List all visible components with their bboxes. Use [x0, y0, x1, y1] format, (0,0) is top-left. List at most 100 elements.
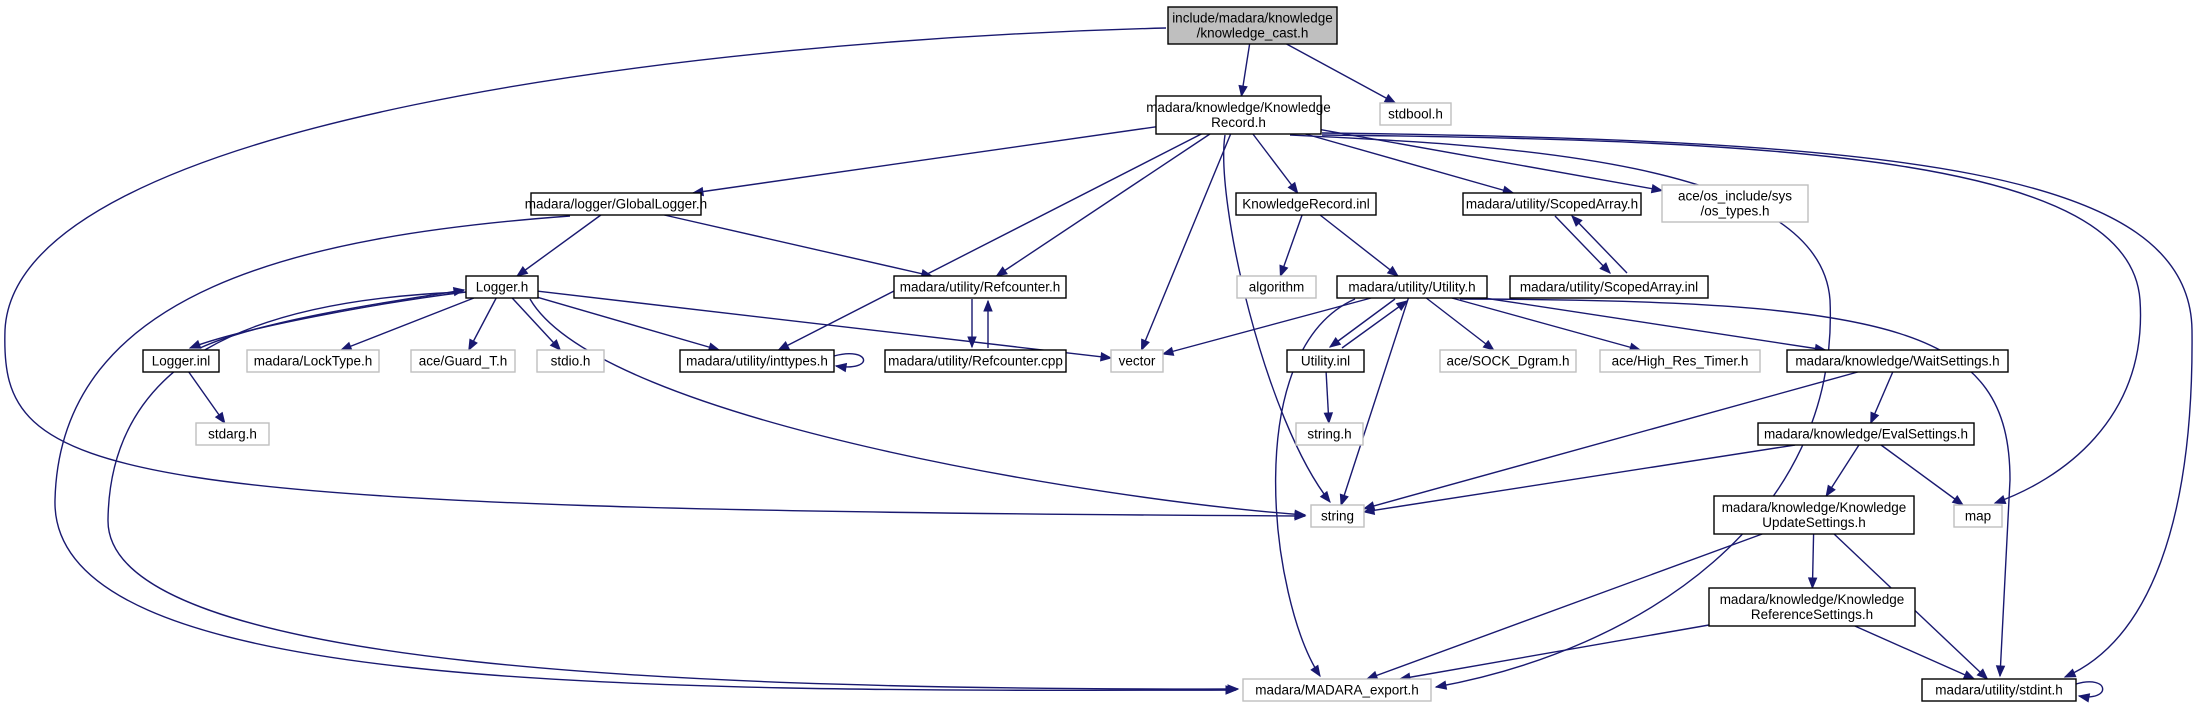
node-box[interactable]	[1167, 6, 1338, 45]
edge-line	[189, 291, 467, 349]
node-box[interactable]	[1439, 349, 1577, 373]
edge-knowledge_record_h-to-global_logger_h	[691, 126, 1157, 197]
edge-root-to-knowledge_record_h	[1238, 43, 1251, 98]
node-box[interactable]	[1599, 349, 1761, 373]
node-box[interactable]	[1336, 275, 1488, 299]
edge-line	[778, 133, 1202, 351]
node-box[interactable]	[884, 349, 1067, 373]
node-box[interactable]	[142, 349, 220, 373]
edge-knowledge_record_h-to-map	[1321, 134, 2142, 504]
node-box[interactable]	[1295, 422, 1364, 446]
node-logger-h[interactable]: Logger.h	[465, 275, 539, 299]
node-box[interactable]	[1310, 504, 1365, 528]
node-inttypes-h[interactable]: madara/utility/inttypes.h	[679, 349, 835, 373]
node-box[interactable]	[1236, 275, 1317, 299]
node-box[interactable]	[530, 192, 702, 216]
node-box[interactable]	[1921, 678, 2077, 702]
node-box[interactable]	[893, 275, 1067, 299]
node-box[interactable]	[1953, 504, 2003, 528]
node-box[interactable]	[246, 349, 380, 373]
edge-arrowhead	[1599, 262, 1611, 274]
node-os-types-h[interactable]: ace/os_include/sys/os_types.h	[1661, 184, 1809, 223]
node-madara-export-h[interactable]: madara/MADARA_export.h	[1242, 678, 1432, 702]
node-algorithm[interactable]: algorithm	[1236, 275, 1317, 299]
node-stdint-h[interactable]: madara/utility/stdint.h	[1921, 678, 2077, 702]
node-stdio-h[interactable]: stdio.h	[536, 349, 605, 373]
node-string[interactable]: string	[1310, 504, 1365, 528]
edge-utility_h-to-string	[1339, 297, 1410, 507]
node-root[interactable]: include/madara/knowledge/knowledge_cast.…	[1167, 6, 1338, 45]
node-refcounter-cpp[interactable]: madara/utility/Refcounter.cpp	[884, 349, 1067, 373]
node-box[interactable]	[1713, 495, 1915, 535]
node-box[interactable]	[679, 349, 835, 373]
node-utility-inl[interactable]: Utility.inl	[1286, 349, 1365, 373]
node-knowledge-reference-settings-h[interactable]: madara/knowledge/KnowledgeReferenceSetti…	[1708, 587, 1916, 627]
node-utility-h[interactable]: madara/utility/Utility.h	[1336, 275, 1488, 299]
node-label: UpdateSettings.h	[1762, 515, 1866, 530]
node-knowledge-update-settings-h[interactable]: madara/knowledge/KnowledgeUpdateSettings…	[1713, 495, 1915, 535]
node-box[interactable]	[1462, 192, 1642, 216]
edge-arrowhead	[1951, 494, 1965, 506]
edge-line	[996, 133, 1211, 277]
node-wait-settings-h[interactable]: madara/knowledge/WaitSettings.h	[1786, 349, 2009, 373]
node-knowledge-record-inl[interactable]: KnowledgeRecord.inl	[1235, 192, 1377, 216]
edge-line	[516, 214, 602, 277]
node-knowledge-record-h[interactable]: madara/knowledge/KnowledgeRecord.h	[1146, 95, 1331, 135]
node-eval-settings-h[interactable]: madara/knowledge/EvalSettings.h	[1757, 422, 1975, 446]
node-label: madara/knowledge/EvalSettings.h	[1764, 427, 1968, 442]
edge-knowledge_record_h-to-scoped_array_h	[1305, 133, 1515, 195]
node-box[interactable]	[1155, 95, 1322, 135]
node-box[interactable]	[1110, 349, 1164, 373]
edge-arrowhead	[777, 341, 791, 351]
edge-root-to-stdbool_h	[1286, 43, 1397, 104]
node-box[interactable]	[410, 349, 516, 373]
node-box[interactable]	[1786, 349, 2009, 373]
node-box[interactable]	[195, 422, 270, 446]
edge-line	[1289, 134, 1831, 688]
node-box[interactable]	[536, 349, 605, 373]
edge-arrowhead	[1100, 352, 1113, 362]
node-box[interactable]	[1661, 184, 1809, 223]
node-scoped-array-h[interactable]: madara/utility/ScopedArray.h	[1462, 192, 1642, 216]
edge-logger_h-to-logger_inl	[188, 291, 467, 349]
node-box[interactable]	[1286, 349, 1365, 373]
edge-utility_h-to-utility_inl	[1328, 298, 1396, 348]
edge-line	[664, 214, 932, 277]
node-label: string	[1321, 509, 1354, 524]
node-sock-dgram-h[interactable]: ace/SOCK_Dgram.h	[1439, 349, 1577, 373]
node-box[interactable]	[1708, 587, 1916, 627]
node-guard-t-h[interactable]: ace/Guard_T.h	[410, 349, 516, 373]
edge-line	[1425, 297, 1495, 351]
node-map[interactable]: map	[1953, 504, 2003, 528]
node-stdarg-h[interactable]: stdarg.h	[195, 422, 270, 446]
node-refcounter-h[interactable]: madara/utility/Refcounter.h	[893, 275, 1067, 299]
edge-arrowhead	[1238, 84, 1248, 98]
node-logger-inl[interactable]: Logger.inl	[142, 349, 220, 373]
edge-arrowhead	[1962, 670, 1976, 680]
edge-arrowhead	[452, 286, 466, 297]
node-high-res-timer-h[interactable]: ace/High_Res_Timer.h	[1599, 349, 1761, 373]
edge-line	[1459, 298, 2011, 677]
edge-line	[1223, 134, 1331, 503]
node-box[interactable]	[465, 275, 539, 299]
node-label: madara/logger/GlobalLogger.h	[525, 197, 707, 212]
node-label: ace/High_Res_Timer.h	[1612, 354, 1749, 369]
node-global-logger-h[interactable]: madara/logger/GlobalLogger.h	[525, 192, 707, 216]
node-box[interactable]	[1509, 275, 1709, 299]
node-lock-type-h[interactable]: madara/LockType.h	[246, 349, 380, 373]
node-box[interactable]	[1235, 192, 1377, 216]
node-box[interactable]	[1379, 102, 1452, 126]
edge-line	[1321, 134, 2142, 504]
node-stdbool-h[interactable]: stdbool.h	[1379, 102, 1452, 126]
node-string-h[interactable]: string.h	[1295, 422, 1364, 446]
node-box[interactable]	[1242, 678, 1432, 702]
edges-layer	[4, 27, 2193, 703]
node-scoped-array-inl[interactable]: madara/utility/ScopedArray.inl	[1509, 275, 1709, 299]
edge-arrowhead	[983, 299, 993, 312]
edge-arrowhead	[2063, 668, 2077, 678]
edge-logger_h-to-guard_t_h	[468, 297, 497, 352]
node-vector[interactable]: vector	[1110, 349, 1164, 373]
edge-arrowhead	[214, 411, 226, 425]
node-box[interactable]	[1757, 422, 1975, 446]
edge-arrowhead	[967, 336, 977, 349]
